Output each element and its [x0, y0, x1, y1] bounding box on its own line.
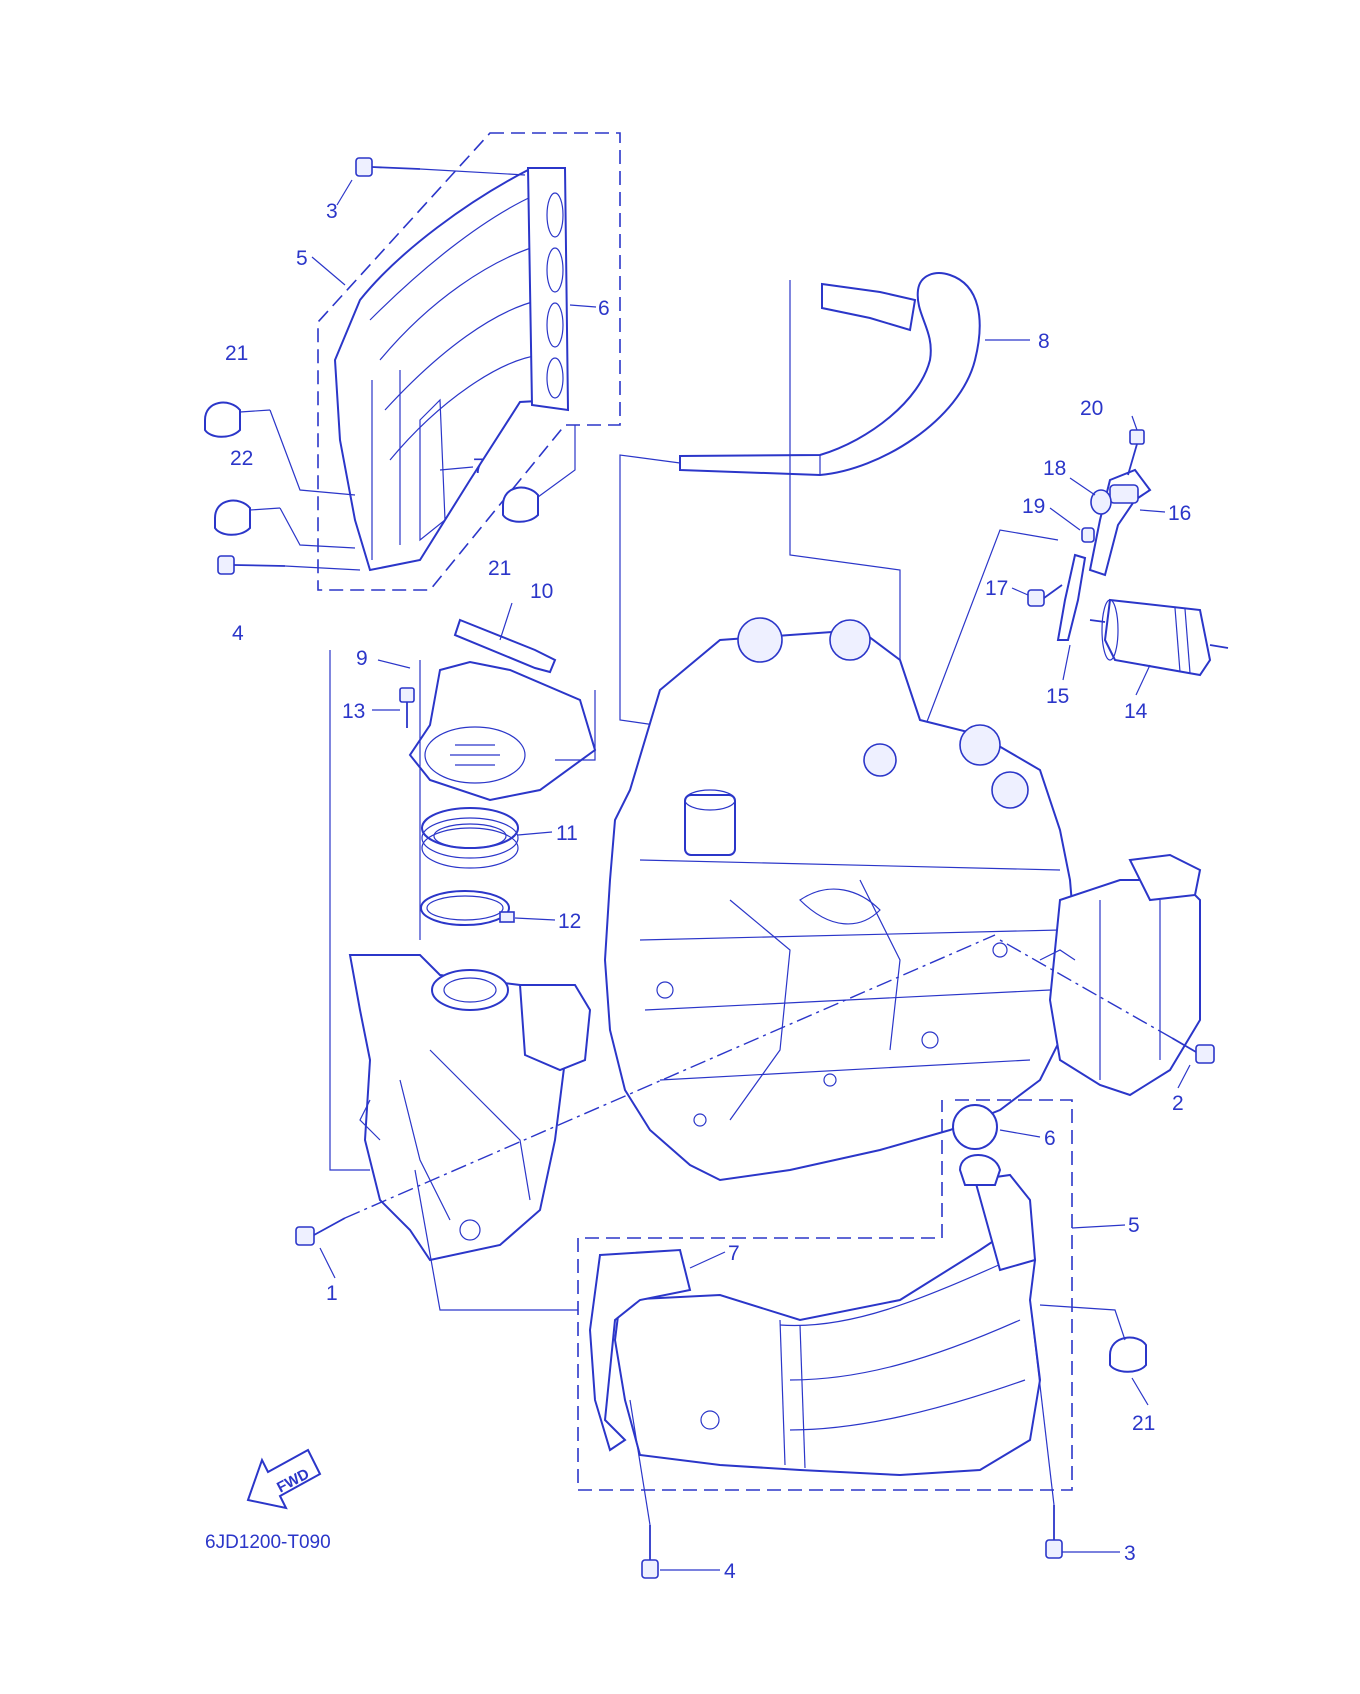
callout-17: 17 [985, 577, 1008, 600]
bolt-3-lower [1029, 1299, 1063, 1559]
intake-manifold-lower [577, 1099, 1073, 1491]
fwd-arrow-icon: FWD [246, 1448, 322, 1510]
grommet-18 [1090, 489, 1112, 515]
hose-8 [619, 272, 981, 726]
bolt-17 [1027, 584, 1063, 607]
bolt-3-upper [355, 157, 526, 177]
callout-19: 19 [1022, 495, 1045, 518]
clip-21-upper [204, 401, 356, 496]
diagram-code: 6JD1200-T090 [205, 1532, 331, 1553]
callout-4-upper: 4 [232, 622, 244, 645]
callout-10: 10 [530, 580, 553, 603]
callout-4-lower: 4 [724, 1560, 736, 1583]
intake-manifold-upper [317, 132, 621, 591]
seal-ring-11 [421, 807, 519, 869]
callout-3-lower: 3 [1124, 1542, 1136, 1565]
callout-9: 9 [356, 647, 368, 670]
gasket-7-lower [588, 1248, 692, 1452]
callout-21-lower: 21 [1132, 1412, 1155, 1435]
callout-8: 8 [1038, 330, 1050, 353]
callout-leaders [311, 179, 1191, 1571]
bolt-2 [999, 939, 1215, 1064]
clip-21-lower [1039, 1304, 1147, 1373]
callout-15: 15 [1046, 685, 1069, 708]
callout-3-upper: 3 [326, 200, 338, 223]
silencer-10 [453, 618, 557, 674]
callout-16: 16 [1168, 502, 1191, 525]
clip-21-middle [502, 425, 576, 523]
bolt-4-lower [629, 1399, 659, 1579]
screw-13 [399, 687, 415, 728]
callout-20: 20 [1080, 397, 1103, 420]
callout-2: 2 [1172, 1092, 1184, 1115]
callout-21-middle: 21 [488, 557, 511, 580]
right-side-assembly [1039, 853, 1202, 1097]
callout-21-upper: 21 [225, 342, 248, 365]
engine-block [603, 617, 1077, 1182]
callout-5-upper: 5 [296, 247, 308, 270]
bolt-1 [295, 934, 996, 1246]
callout-13: 13 [342, 700, 365, 723]
callout-22: 22 [230, 447, 253, 470]
callout-11: 11 [556, 822, 578, 845]
clamp-12 [420, 890, 515, 926]
callout-12: 12 [558, 910, 581, 933]
callout-5-lower: 5 [1128, 1214, 1140, 1237]
callout-1: 1 [326, 1282, 338, 1305]
callout-6-lower: 6 [1044, 1127, 1056, 1150]
throttle-body-assembly [329, 650, 592, 1262]
silencer-plate-9 [408, 660, 597, 802]
collar-19 [1081, 527, 1095, 543]
callout-7-upper: 7 [473, 455, 485, 478]
callout-6-upper: 6 [598, 297, 610, 320]
callout-7-lower: 7 [728, 1242, 740, 1265]
bolt-20 [1127, 429, 1145, 476]
bracket-16 [1056, 468, 1152, 641]
callout-18: 18 [1043, 457, 1066, 480]
vapor-filter-14 [1089, 598, 1229, 677]
clip-22 [214, 499, 356, 549]
bolt-4-upper [217, 555, 361, 575]
callout-14: 14 [1124, 700, 1148, 723]
